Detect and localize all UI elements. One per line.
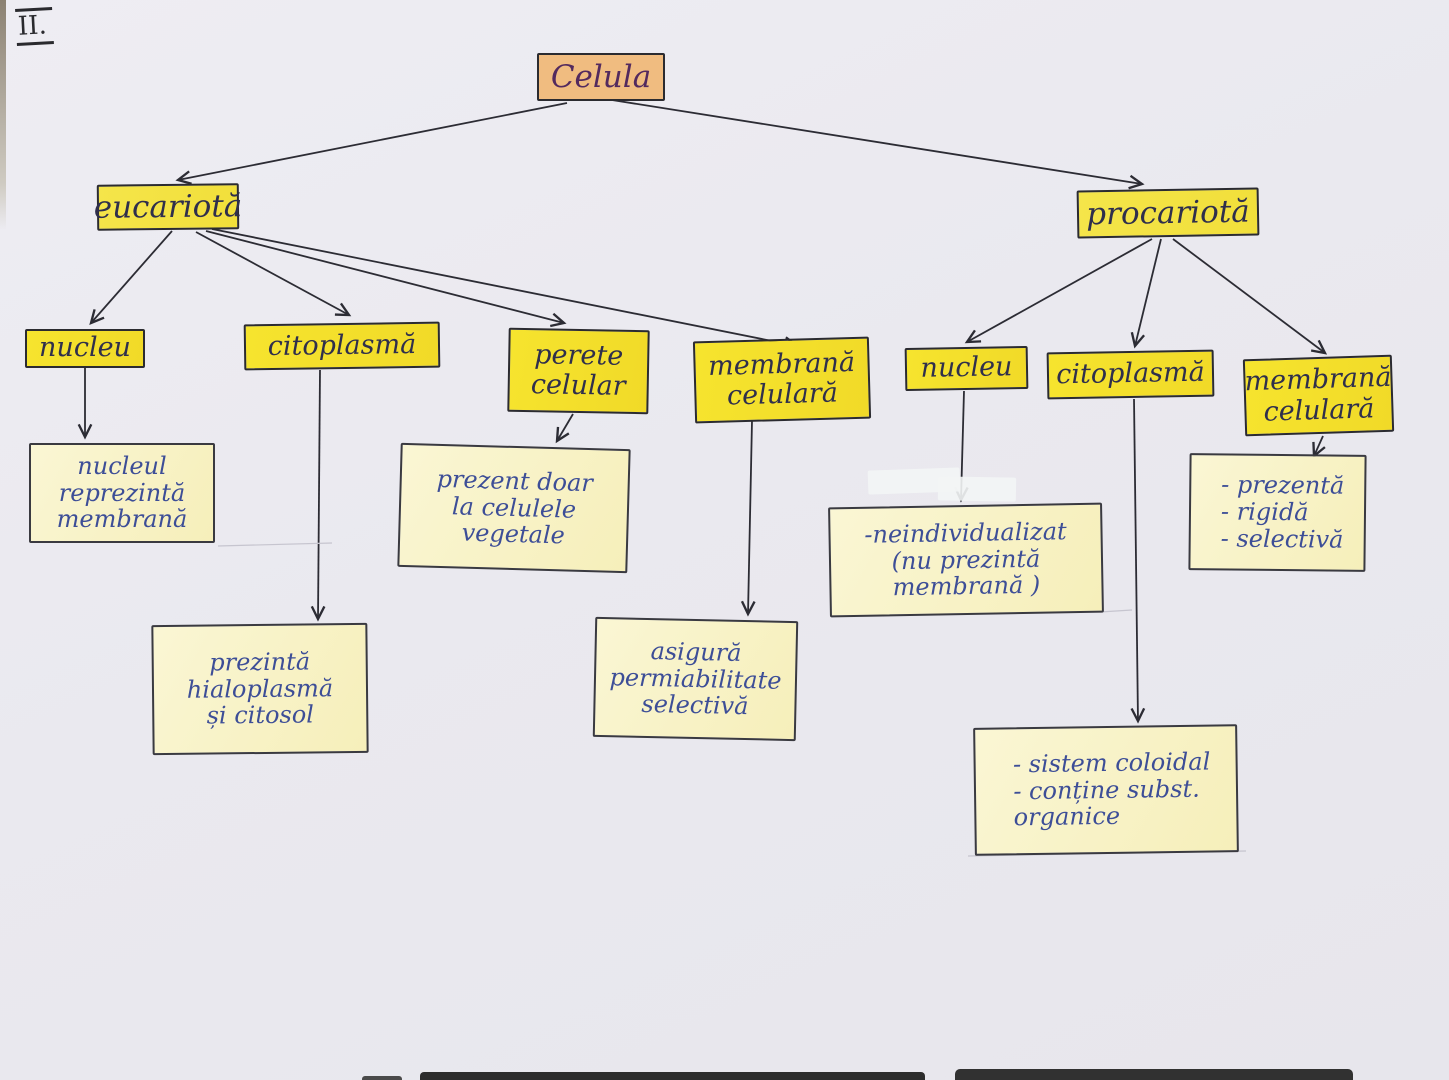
detail-eu-nucleu-text: nucleul reprezintă membrană (56, 451, 188, 534)
detail-pro-citoplasma: - sistem coloidal - conține subst. organ… (973, 724, 1239, 856)
connector-membrana-detail-left (740, 420, 756, 617)
detail-eu-perete: prezent doar la celulele vegetale (397, 442, 631, 574)
correction-fluid-patch (937, 476, 1017, 502)
photo-background-edge (955, 1069, 1353, 1080)
node-pro-citoplasma-label: citoplasmă (1056, 357, 1205, 391)
paper-edge (0, 0, 6, 230)
node-celula: Celula (537, 53, 665, 101)
node-eucariota-label: eucariotă (93, 187, 243, 226)
connector-citoplasma-detail-left (310, 369, 326, 622)
connector-eucariota-perete (205, 230, 567, 328)
node-eucariota: eucariotă (94, 183, 242, 231)
node-eu-membrana-label: membrană celulară (707, 346, 856, 412)
detail-eu-citoplasma: prezintă hialoplasmă și citosol (151, 622, 369, 756)
connector-root-procariota (611, 99, 1145, 190)
node-pro-nucleu: nucleu (904, 345, 1029, 392)
connector-procariota-citoplasma (1130, 238, 1162, 349)
detail-eu-perete-text: prezent doar la celulele vegetale (436, 464, 594, 550)
node-procariota-label: procariotă (1085, 193, 1251, 233)
node-pro-citoplasma: citoplasmă (1046, 349, 1215, 400)
connector-eucariota-nucleu (89, 230, 173, 325)
connector-perete-detail (555, 413, 574, 444)
connector-procariota-nucleu (964, 238, 1153, 344)
detail-pro-citoplasma-text: - sistem coloidal - conține subst. organ… (1012, 747, 1211, 832)
connector-membrana-detail-right (1312, 435, 1326, 459)
node-eu-citoplasma-label: citoplasmă (267, 328, 417, 362)
photo-background-edge (420, 1072, 925, 1080)
node-celula-label: Celula (550, 58, 652, 95)
page-number-marker: II. (15, 7, 54, 46)
connector-root-eucariota (175, 102, 568, 185)
pencil-guide-line (1099, 609, 1133, 613)
detail-pro-nucleu-text: -neindividualizat (nu prezintă membrană … (864, 516, 1067, 602)
pencil-guide-line (217, 542, 333, 547)
detail-eu-membrana-text: asigură permiabilitate selectivă (609, 636, 782, 721)
detail-eu-nucleu: nucleul reprezintă membrană (29, 443, 215, 543)
connector-procariota-membrana (1172, 238, 1328, 355)
node-eu-perete-label: perete celular (530, 338, 626, 402)
node-eu-perete: perete celular (507, 327, 650, 415)
detail-pro-membrana: - prezentă - rigidă - selectivă (1188, 453, 1367, 572)
node-eu-citoplasma: citoplasmă (243, 321, 441, 371)
detail-eu-membrana: asigură permiabilitate selectivă (592, 616, 799, 742)
detail-eu-citoplasma-text: prezintă hialoplasmă și citosol (186, 647, 334, 730)
detail-pro-membrana-text: - prezentă - rigidă - selectivă (1220, 470, 1345, 554)
photo-background-edge (362, 1076, 402, 1080)
node-pro-nucleu-label: nucleu (920, 351, 1013, 385)
connector-eucariota-citoplasma (195, 231, 352, 317)
node-pro-membrana-label: membrană celulară (1244, 361, 1392, 428)
connector-eucariota-membrana (211, 228, 800, 351)
node-eu-nucleu: nucleu (25, 329, 145, 368)
node-procariota: procariotă (1076, 187, 1260, 239)
connector-citoplasma-detail-right (1130, 398, 1146, 724)
node-eu-nucleu-label: nucleu (39, 332, 131, 364)
node-pro-membrana: membrană celulară (1242, 354, 1395, 437)
detail-pro-nucleu: -neindividualizat (nu prezintă membrană … (828, 502, 1104, 618)
node-eu-membrana: membrană celulară (692, 336, 872, 424)
